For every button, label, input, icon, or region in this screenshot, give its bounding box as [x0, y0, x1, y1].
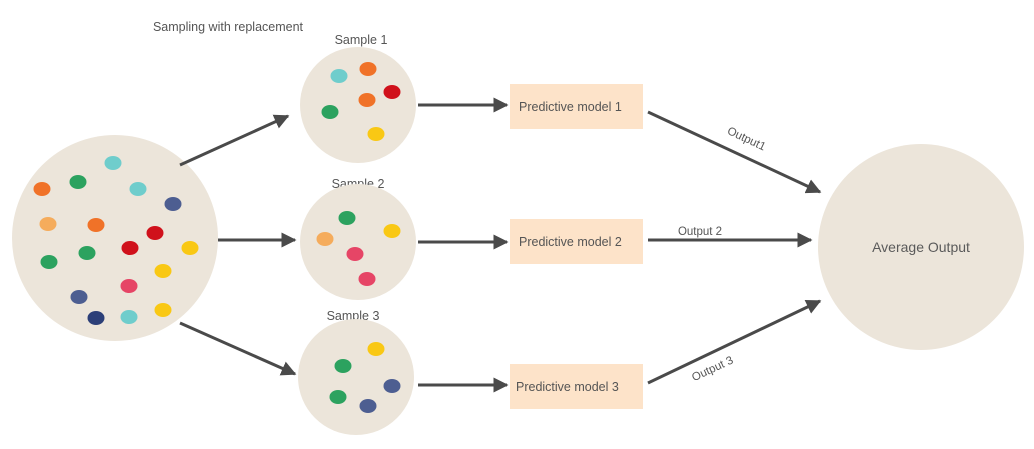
- sample-3-dots: [329, 342, 401, 413]
- dot: [383, 85, 401, 99]
- dot: [70, 290, 88, 304]
- arrow-model-1-to-average: [647, 110, 822, 194]
- dot: [346, 247, 364, 261]
- arrow-population-to-sample-1: [179, 114, 290, 167]
- dot: [181, 241, 199, 255]
- dot: [104, 156, 122, 170]
- dot: [359, 62, 377, 76]
- dot: [146, 226, 164, 240]
- dot: [78, 246, 96, 260]
- dot: [120, 310, 138, 324]
- dot: [154, 264, 172, 278]
- dot: [358, 272, 376, 286]
- dot: [334, 359, 352, 373]
- dot: [367, 342, 385, 356]
- model-3-label: Predictive model 3: [516, 380, 619, 394]
- dot: [69, 175, 87, 189]
- dot: [383, 224, 401, 238]
- dot: [87, 311, 105, 325]
- dot: [129, 182, 147, 196]
- average-output-label: Average Output: [872, 239, 970, 255]
- population-circle: [12, 135, 218, 341]
- dot: [338, 211, 356, 225]
- dot: [330, 69, 348, 83]
- model-1-box: [510, 84, 643, 129]
- dot: [40, 255, 58, 269]
- dot: [329, 390, 347, 404]
- sample-1-circle: [300, 47, 416, 163]
- dot: [321, 105, 339, 119]
- average-output-circle: [818, 144, 1024, 350]
- dot: [154, 303, 172, 317]
- sample-2-circle: [300, 184, 416, 300]
- dot: [316, 232, 334, 246]
- arrow-population-to-sample-3: [179, 321, 297, 376]
- sample-1-dots: [321, 62, 401, 141]
- population-dots: [33, 156, 199, 325]
- dot: [164, 197, 182, 211]
- sample-3-label: Sample 3: [327, 309, 380, 323]
- dot: [39, 217, 57, 231]
- sample-2-dots: [316, 211, 401, 286]
- sample-1-label: Sample 1: [335, 33, 388, 47]
- model-2-box: [510, 219, 643, 264]
- arrow-model-3-to-average: [647, 299, 822, 385]
- dot: [358, 93, 376, 107]
- dot: [87, 218, 105, 232]
- dot: [33, 182, 51, 196]
- output-1-label: Output1: [725, 125, 767, 153]
- dot: [120, 279, 138, 293]
- dot: [383, 379, 401, 393]
- dot: [121, 241, 139, 255]
- model-3-box: [510, 364, 643, 409]
- dot: [367, 127, 385, 141]
- output-2-label: Output 2: [678, 226, 722, 238]
- sample-3-circle: [298, 319, 414, 435]
- model-1-label: Predictive model 1: [519, 100, 622, 114]
- model-2-label: Predictive model 2: [519, 235, 622, 249]
- diagram-caption: Sampling with replacement: [153, 20, 304, 34]
- dot: [359, 399, 377, 413]
